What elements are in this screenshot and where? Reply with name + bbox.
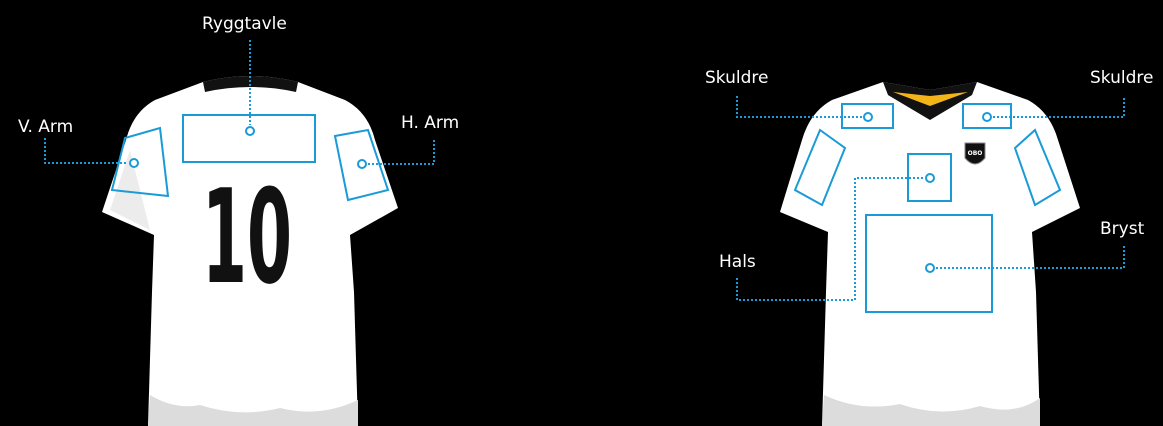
marker-left-arm [129, 158, 139, 168]
label-neck: Hals [719, 252, 756, 272]
zone-back-panel [182, 114, 316, 163]
zone-front-left-sleeve [793, 128, 847, 207]
front-jersey-shadow-hem [822, 395, 1040, 426]
zone-right-arm [333, 128, 390, 202]
leader-shoulder-left [736, 96, 862, 118]
label-shoulder-right: Skuldre [1090, 68, 1154, 88]
zone-neck [907, 153, 952, 202]
label-left-arm: V. Arm [18, 117, 74, 137]
front-collar-trim [893, 92, 968, 106]
label-right-arm: H. Arm [401, 113, 460, 133]
marker-shoulder-left [863, 112, 873, 122]
back-jersey-shadow-hem [148, 395, 358, 426]
zone-left-arm [110, 126, 170, 198]
club-crest: OBO [964, 142, 986, 165]
zone-chest [865, 214, 993, 313]
front-jersey-body [780, 82, 1080, 426]
front-jersey: OBO [736, 82, 1125, 426]
label-back-panel: Ryggtavle [202, 14, 287, 34]
back-jersey-body [102, 76, 398, 426]
leader-right-arm [368, 138, 435, 165]
marker-right-arm [357, 159, 367, 169]
leader-chest [936, 244, 1125, 269]
leader-shoulder-right [993, 96, 1125, 118]
leader-neck [736, 177, 924, 301]
marker-shoulder-right [982, 112, 992, 122]
marker-neck [925, 173, 935, 183]
zone-front-right-sleeve [1013, 128, 1062, 207]
label-chest: Bryst [1100, 219, 1145, 239]
back-jersey-number: 10 [202, 161, 292, 313]
back-jersey: 10 [44, 40, 435, 426]
leader-left-arm [44, 138, 128, 164]
marker-chest [925, 263, 935, 273]
club-crest-text: OBO [968, 150, 983, 157]
label-shoulder-left: Skuldre [705, 68, 769, 88]
marker-back-panel [245, 126, 255, 136]
back-jersey-shadow-left [110, 150, 150, 230]
